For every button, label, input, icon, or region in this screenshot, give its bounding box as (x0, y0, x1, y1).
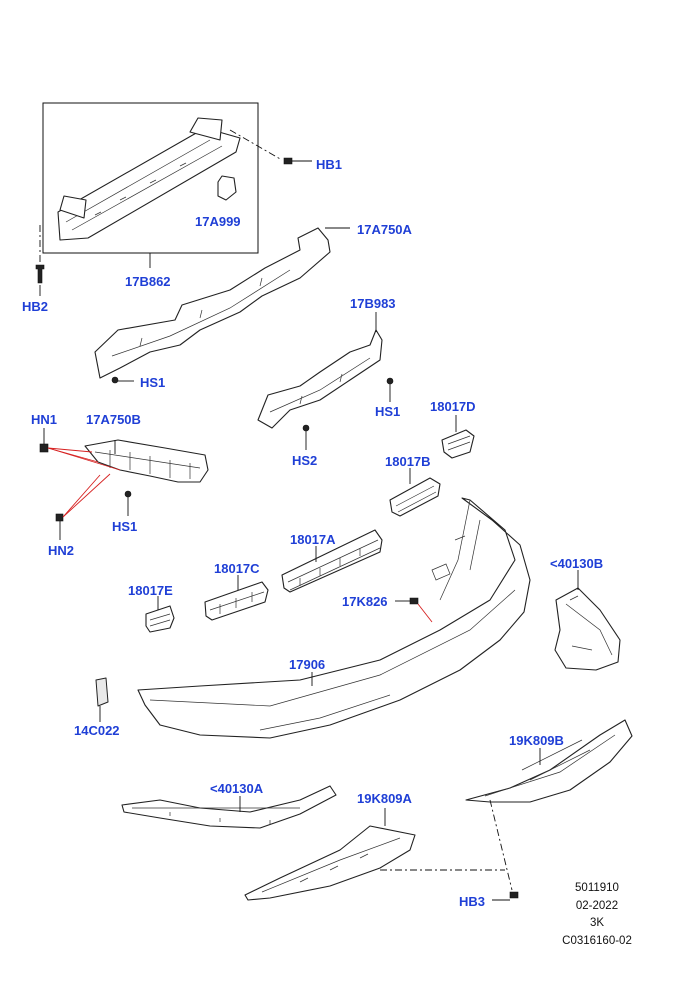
energy-absorber-17b983[interactable] (257, 329, 383, 429)
group-box (42, 102, 259, 254)
side-trim-40130b-group (554, 570, 621, 671)
bracket-18017d[interactable] (441, 429, 475, 459)
screw-hs1-icon (111, 376, 119, 384)
screw-hs2-icon (302, 424, 310, 432)
bracket-18017e-group (145, 596, 175, 633)
callout-17k826: 17K826 (342, 594, 388, 609)
callout-hs1: HS1 (112, 519, 137, 534)
bumper-cover-group (137, 497, 531, 739)
bumper-cover-17906[interactable] (137, 497, 531, 739)
lower-trim-40130a-group (121, 785, 337, 829)
reference-number: 5011910 (575, 882, 619, 894)
bracket-18017e[interactable] (145, 605, 175, 633)
undertray-19k809a[interactable] (244, 825, 416, 901)
bracket-18017b-group (389, 468, 441, 517)
callout-14c022: 14C022 (74, 723, 120, 738)
callout-40130a: <40130A (210, 781, 264, 796)
callout-hn1: HN1 (31, 412, 57, 427)
callout-hs2: HS2 (292, 453, 317, 468)
callout-18017c: 18017C (214, 561, 260, 576)
callout-hb1: HB1 (316, 157, 342, 172)
callout-hs1: HS1 (140, 375, 165, 390)
red-leader (47, 447, 121, 471)
nut-hn1-icon (39, 443, 49, 453)
bolt-hb1-icon (283, 157, 293, 165)
reinforcement-beam-group (35, 102, 312, 296)
bolt-hb2-icon (35, 264, 45, 284)
beam-end-bracket (189, 117, 223, 141)
callout-17906: 17906 (289, 657, 325, 672)
callout-hs1: HS1 (375, 404, 400, 419)
undertray-19k809a-group (244, 808, 505, 901)
bracket-17a999[interactable] (217, 175, 237, 201)
red-leader (62, 473, 111, 518)
reference-code: 3K (590, 917, 604, 929)
callout-hb2: HB2 (22, 299, 48, 314)
callout-18017b: 18017B (385, 454, 431, 469)
energy-absorber-lower (257, 312, 394, 450)
screw-hs1-icon (124, 490, 132, 498)
reference-date: 02-2022 (576, 900, 618, 912)
beam-end-bracket (59, 195, 87, 219)
trim-14c022[interactable] (95, 677, 109, 707)
callout-17a750a: 17A750A (357, 222, 413, 237)
bracket-18017c-group (204, 575, 269, 621)
red-leader (47, 447, 93, 453)
callout-hn2: HN2 (48, 543, 74, 558)
undertray-19k809b[interactable] (465, 719, 633, 803)
illustration-id: C0316160-02 (562, 935, 632, 947)
bracket-18017a[interactable] (281, 529, 383, 593)
energy-absorber-upper (94, 227, 350, 384)
callout-hb3: HB3 (459, 894, 485, 909)
red-leader (417, 603, 433, 623)
undertray-19k809b-group (465, 719, 633, 901)
energy-absorber-17a750a[interactable] (94, 227, 331, 379)
bracket-18017d-group (441, 415, 475, 459)
bracket-18017a-group (281, 529, 383, 593)
screw-hs1-icon (386, 377, 394, 385)
callout-17a750b: 17A750B (86, 412, 141, 427)
callout-19k809b: 19K809B (509, 733, 564, 748)
clip-17k826-icon (409, 597, 419, 605)
absorber-17a750b[interactable] (84, 439, 209, 483)
dash-line (229, 129, 283, 161)
callout-17b983: 17B983 (350, 296, 396, 311)
callout-17a999: 17A999 (195, 214, 241, 229)
dash-line (489, 799, 513, 891)
callout-18017e: 18017E (128, 583, 173, 598)
nut-hn2-icon (55, 513, 64, 522)
callout-18017d: 18017D (430, 399, 476, 414)
callout-19k809a: 19K809A (357, 791, 413, 806)
trim-14c022-group (95, 677, 109, 722)
callout-40130b: <40130B (550, 556, 603, 571)
bolt-hb3-icon (509, 891, 519, 899)
callout-18017a: 18017A (290, 532, 336, 547)
red-leader (62, 474, 101, 518)
bracket-18017b[interactable] (389, 477, 441, 517)
callout-17b862: 17B862 (125, 274, 171, 289)
side-trim-40130b[interactable] (554, 587, 621, 671)
absorber-17a750b-group (39, 428, 209, 540)
